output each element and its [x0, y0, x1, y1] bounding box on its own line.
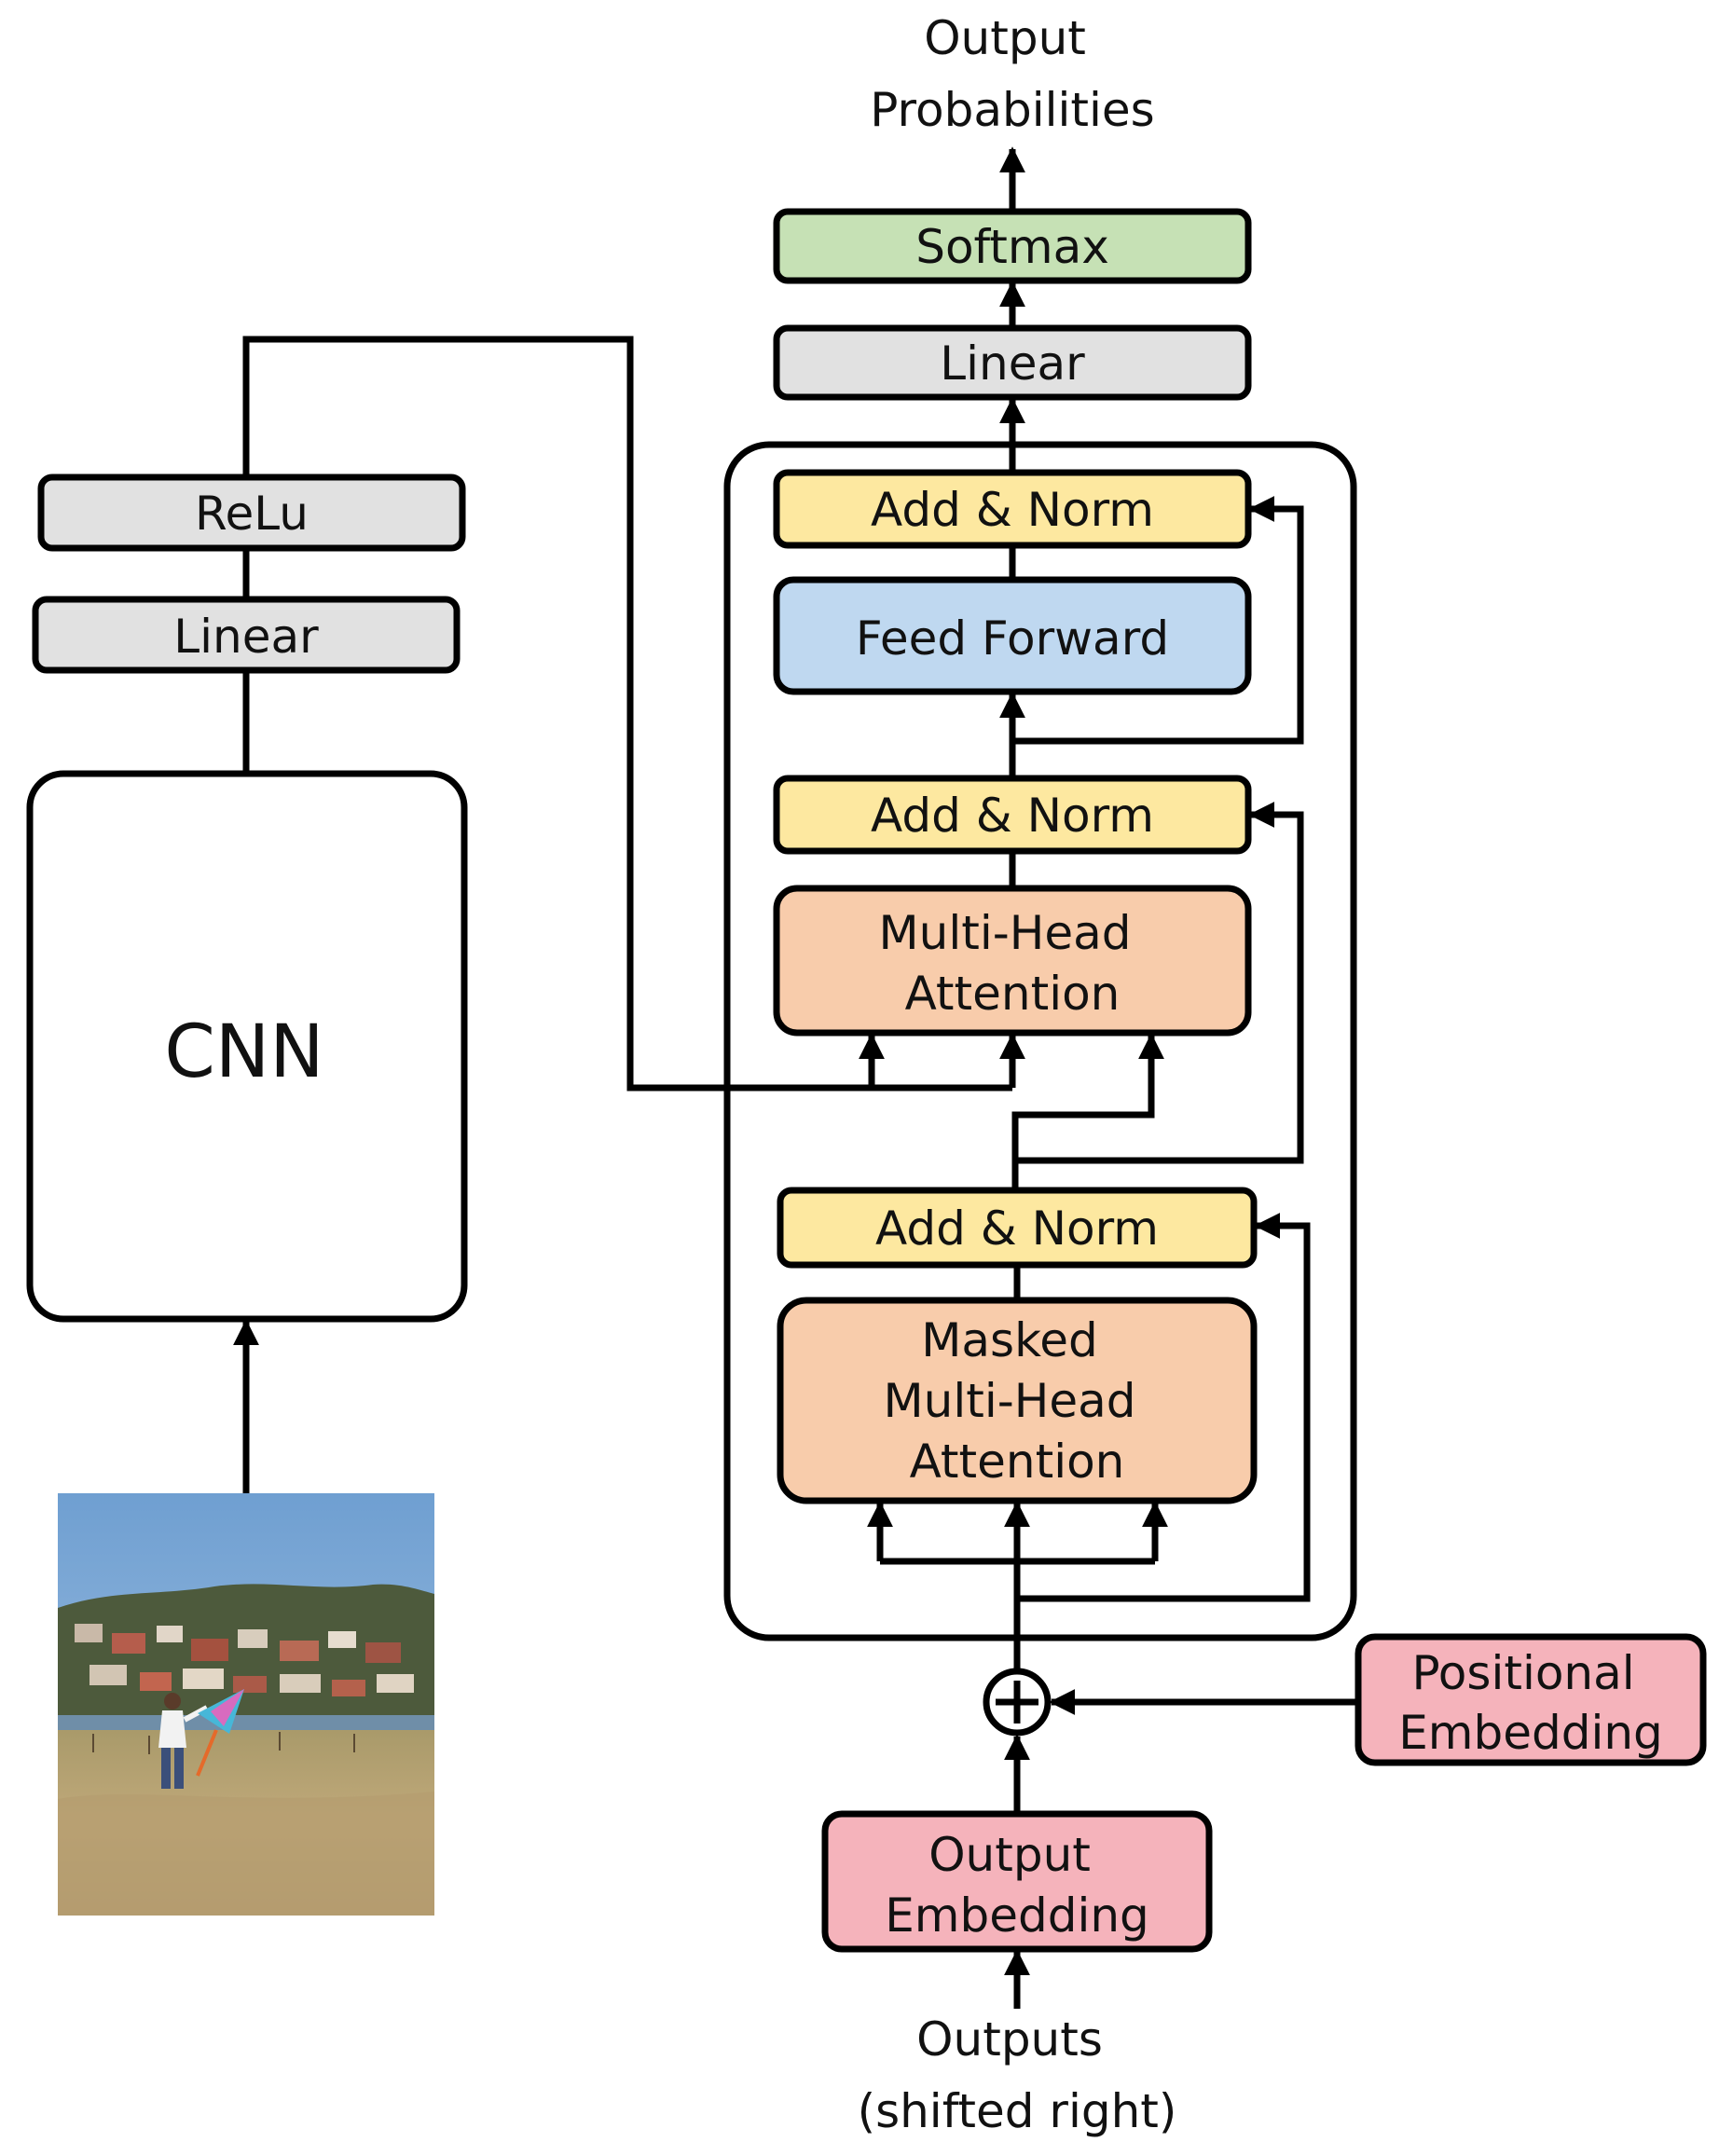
add-norm-bottom-block: Add & Norm — [777, 1187, 1258, 1269]
decoder-linear-label: Linear — [940, 336, 1085, 391]
multi-head-attention-block: Multi-Head Attention — [773, 885, 1252, 1037]
output-embedding-label: Output Embedding — [885, 1828, 1149, 1943]
encoder-linear-label: Linear — [173, 610, 319, 664]
plus-circle-icon — [983, 1668, 1052, 1737]
decoder-linear-block: Linear — [773, 324, 1252, 401]
residual-feed-forward — [1012, 496, 1304, 745]
add-norm-bottom-label: Add & Norm — [875, 1202, 1159, 1256]
residual-masked — [1017, 1213, 1311, 1602]
encoder-linear-block: Linear — [32, 596, 461, 674]
add-norm-top-label: Add & Norm — [871, 483, 1154, 537]
wire-query-to-attention — [1011, 1033, 1164, 1188]
kite-flying-photo — [58, 1493, 434, 1916]
residual-attention — [1015, 802, 1304, 1164]
cnn-block: CNN — [26, 770, 468, 1323]
cnn-label: CNN — [164, 1010, 323, 1094]
relu-block: ReLu — [37, 474, 466, 552]
masked-multi-head-attention-label: Masked Multi-Head Attention — [884, 1313, 1151, 1489]
positional-embedding-label: Positional Embedding — [1398, 1646, 1663, 1760]
output-embedding-block: Output Embedding — [821, 1810, 1213, 1953]
positional-embedding-block: Positional Embedding — [1355, 1633, 1707, 1766]
add-norm-mid-label: Add & Norm — [871, 789, 1154, 843]
add-norm-mid-block: Add & Norm — [773, 775, 1252, 855]
relu-label: ReLu — [195, 487, 309, 541]
add-norm-top-block: Add & Norm — [773, 469, 1252, 549]
feed-forward-label: Feed Forward — [856, 611, 1169, 666]
softmax-label: Softmax — [915, 220, 1109, 274]
outputs-label: Outputs (shifted right) — [858, 2012, 1177, 2138]
decoder-block-frame — [723, 441, 1357, 1641]
multi-head-attention-label: Multi-Head Attention — [879, 906, 1147, 1021]
softmax-block: Softmax — [773, 208, 1252, 284]
feed-forward-block: Feed Forward — [773, 576, 1252, 695]
output-probabilities-label: Output Probabilities — [870, 11, 1154, 137]
masked-multi-head-attention-block: Masked Multi-Head Attention — [777, 1297, 1258, 1504]
